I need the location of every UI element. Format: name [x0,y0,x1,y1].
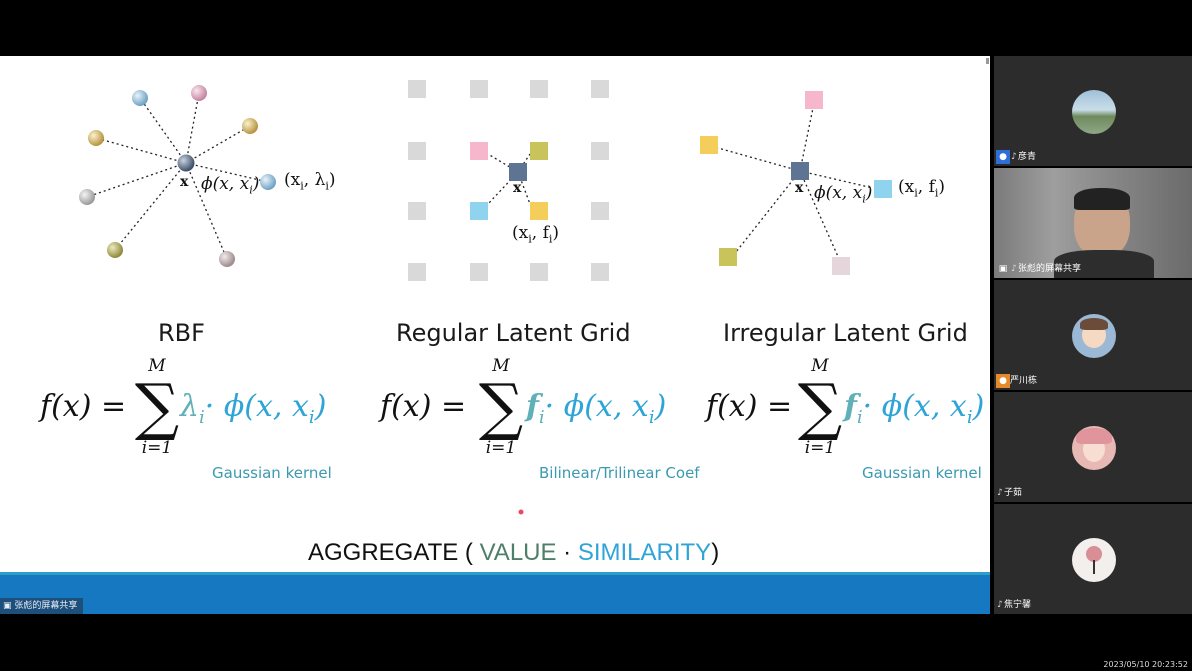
scrollbar-thumb[interactable] [986,58,989,64]
rbf-center-node [177,154,195,172]
participant-sidebar: ●♪彦青 ▣♪张彪的屏幕共享 ●严川栋 ♪子茹 ♪焦宁馨 [994,56,1192,616]
irr-node-gold [700,136,718,154]
irr-pair-label: (xi, fi) [898,177,946,200]
grid-node-gold [530,202,548,220]
regular-grid-squares [408,80,609,281]
microphone-icon: ♪ [1011,264,1017,274]
formula-rhs-rbf: λi· ϕ(x, xi) [180,389,327,428]
rbf-diagram [86,92,269,260]
irregular-grid-edges [717,107,874,262]
slide-footer-bar [0,575,990,614]
rbf-node [132,90,148,106]
slide-diagrams [79,80,892,515]
microphone-icon: ♪ [1011,152,1017,162]
participant-tile[interactable]: ●♪彦青 [994,56,1192,166]
rbf-node [260,174,276,190]
avatar [1072,426,1116,470]
irr-node-cyan [874,180,892,198]
irr-center-node [791,162,809,180]
participant-label: ♪焦宁馨 [997,600,1032,610]
formula-lhs-irregular: f(x) = [706,389,793,424]
participant-tile[interactable]: ♪焦宁馨 [994,504,1192,614]
participant-label: ●♪彦青 [996,150,1039,164]
rbf-node [191,85,207,101]
user-icon: ● [996,374,1010,388]
irr-center-label: x [795,180,804,196]
rbf-node [79,189,95,205]
irr-node-pink [805,91,823,109]
grid-center-label: x [513,180,522,196]
grid-center-node [509,163,527,181]
participant-video-tile[interactable]: ▣♪张彪的屏幕共享 [994,168,1192,278]
formula-rhs-irregular: fi· ϕ(x, xi) [844,389,985,428]
sum-rbf: M ∑ i=1 [134,356,180,458]
rbf-node [219,251,235,267]
avatar [1072,538,1116,582]
grid-node-pink [470,142,488,160]
participant-label: ▣♪张彪的屏幕共享 [996,262,1084,276]
participant-tile[interactable]: ♪子茹 [994,392,1192,502]
kernel-label-rbf: Gaussian kernel [212,464,332,482]
participant-label: ●严川栋 [996,374,1040,388]
laser-pointer [518,509,524,515]
kernel-label-regular: Bilinear/Trilinear Coef [539,464,700,482]
irr-node-olive [719,248,737,266]
section-title-regular-grid: Regular Latent Grid [396,319,631,347]
grid-node-cyan [470,202,488,220]
kernel-label-irregular: Gaussian kernel [862,464,982,482]
sum-irregular: M ∑ i=1 [797,356,843,458]
irr-node-mauve [832,257,850,275]
rbf-node [88,130,104,146]
formula-lhs-regular: f(x) = [380,389,467,424]
aggregate-caption: AGGREGATE ( VALUE · SIMILARITY) [308,539,720,566]
avatar [1072,314,1116,358]
participant-label: ♪子茹 [997,488,1023,498]
participant-tile[interactable]: ●严川栋 [994,280,1192,390]
screen-share-icon: ▣ [3,601,15,611]
top-black-bar [0,0,1192,56]
formula-lhs-rbf: f(x) = [40,389,127,424]
rbf-node [242,118,258,134]
slide-accent-line [0,572,990,575]
avatar [1072,90,1116,134]
section-title-rbf: RBF [158,319,205,347]
rbf-phi-label: ϕ(x, xi) [201,174,260,197]
shared-screen: x ϕ(x, xi) (xi, λi) x (xi, fi) x ϕ(x, xi… [0,56,990,614]
person-hair [1074,188,1130,210]
rbf-node [107,242,123,258]
irr-phi-label: ϕ(x, xi) [814,183,873,206]
screen-share-label: ▣ 张彪的屏幕共享 [0,598,84,614]
timestamp: 2023/05/10 20:23:52 [1103,660,1188,669]
user-icon: ● [996,150,1010,164]
sum-regular: M ∑ i=1 [478,356,524,458]
screen-share-icon: ▣ [998,264,1008,274]
microphone-icon: ♪ [997,600,1003,610]
grid-node-olive [530,142,548,160]
grid-pair-label: (xi, fi) [512,223,560,246]
rbf-pair-label: (xi, λi) [284,170,336,193]
person-shirt [1054,250,1154,278]
rbf-center-label: x [180,174,189,190]
microphone-icon: ♪ [997,488,1003,498]
section-title-irregular-grid: Irregular Latent Grid [723,319,968,347]
formula-rhs-regular: fi· ϕ(x, xi) [526,389,667,428]
